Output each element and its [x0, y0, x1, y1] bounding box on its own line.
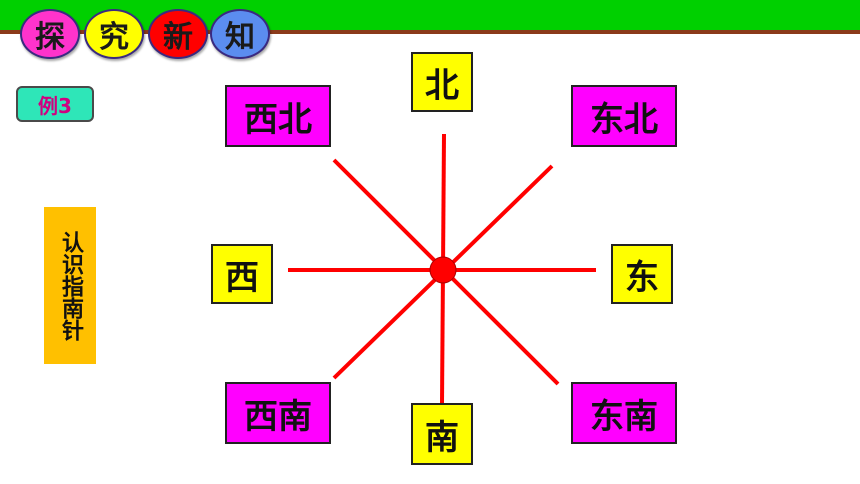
title-bubble-4: 知 — [210, 9, 270, 59]
direction-east: 东 — [611, 244, 673, 304]
title-bubble-3: 新 — [148, 9, 208, 59]
direction-west: 西 — [211, 244, 273, 304]
title-bubble-2: 究 — [84, 9, 144, 59]
direction-northwest: 西北 — [225, 85, 331, 147]
example-label: 例3 — [16, 86, 94, 122]
compass-center-dot — [429, 256, 457, 284]
direction-southwest: 西南 — [225, 382, 331, 444]
side-label-text: 认识指南针 — [58, 230, 83, 341]
direction-southeast: 东南 — [571, 382, 677, 444]
direction-northeast: 东北 — [571, 85, 677, 147]
direction-south: 南 — [411, 403, 473, 465]
title-bubble-1: 探 — [20, 9, 80, 59]
direction-north: 北 — [411, 52, 473, 112]
side-label-box: 认识指南针 — [44, 207, 96, 364]
